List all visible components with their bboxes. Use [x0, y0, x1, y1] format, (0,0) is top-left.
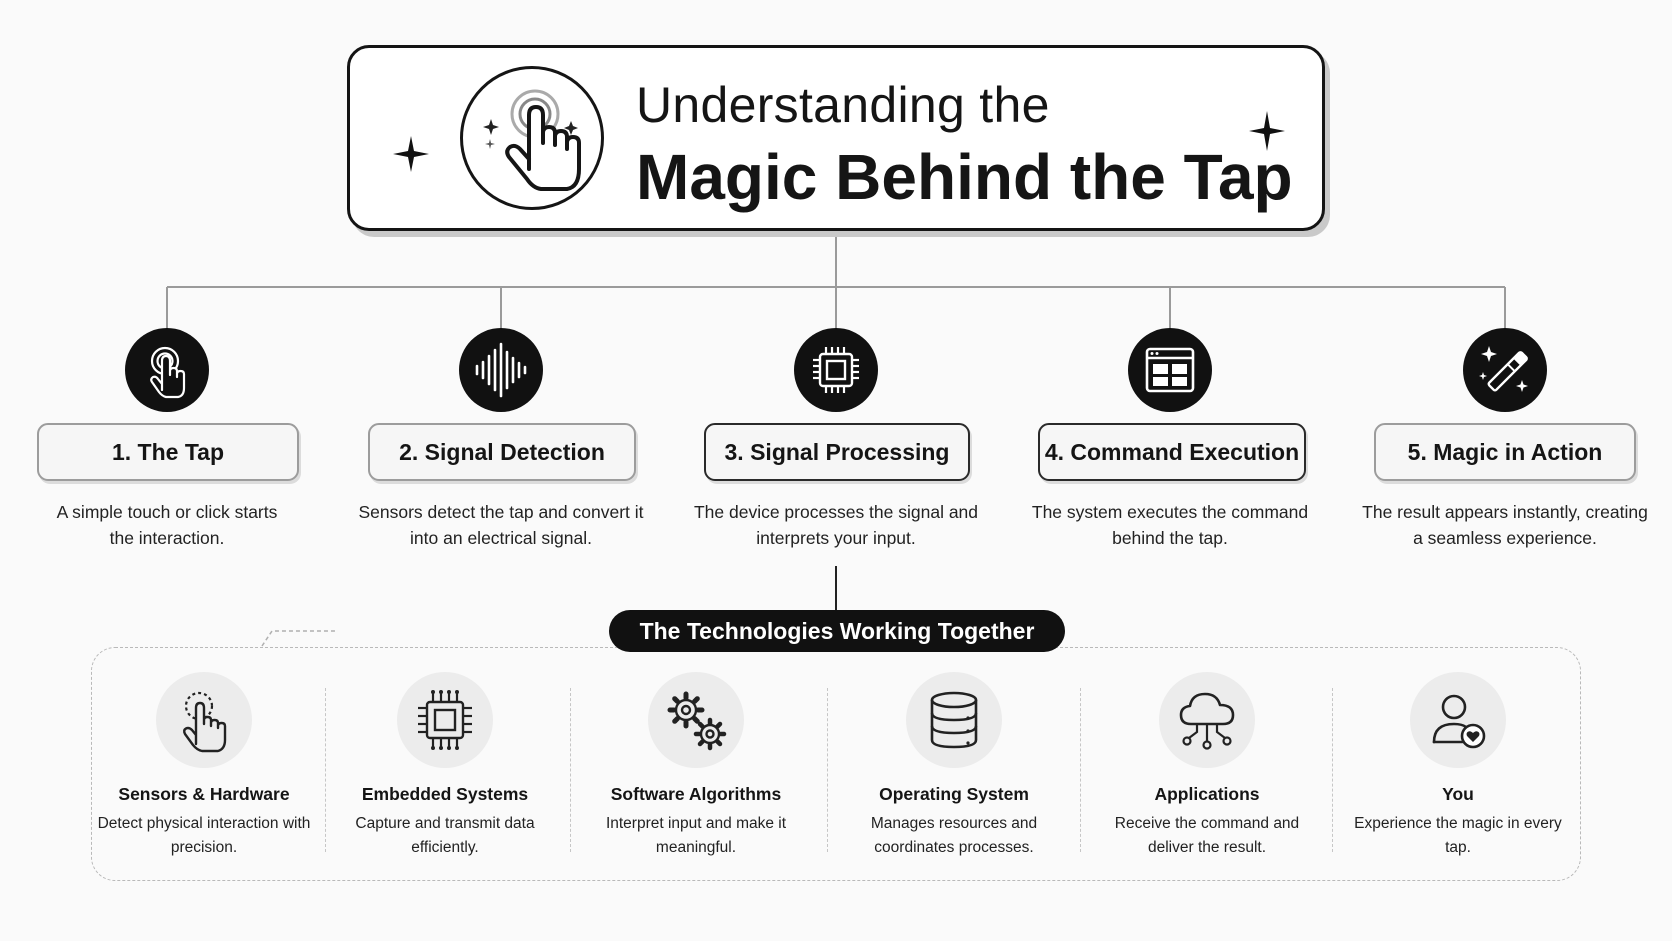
sparkle-left-icon: [393, 136, 429, 172]
step-the-tap-description: A simple touch or click starts the inter…: [56, 502, 278, 548]
step-magic-in-action: 5. Magic in Action: [1374, 423, 1636, 481]
sparkle-right-icon: [1249, 111, 1285, 151]
title-line-1: Understanding the: [636, 77, 1050, 133]
tech-embedded-systems-title: Embedded Systems: [361, 784, 529, 804]
database-icon: [906, 672, 1002, 768]
tech-operating-system-description: Manages resources and coordinates proces…: [870, 815, 1038, 856]
gears-icon: [648, 672, 744, 768]
tech-divider: [570, 688, 571, 852]
step-the-tap: 1. The Tap: [37, 423, 299, 481]
tech-sensors-hardware-title: Sensors & Hardware: [118, 784, 290, 804]
tech-you-description: Experience the magic in every tap.: [1354, 815, 1562, 856]
tap-icon: [125, 328, 209, 412]
app-window-icon: [1128, 328, 1212, 412]
tech-divider: [827, 688, 828, 852]
tech-divider: [1332, 688, 1333, 852]
title-card: Understanding the Magic Behind the Tap: [347, 45, 1325, 231]
title-line-2: Magic Behind the Tap: [636, 141, 1293, 213]
tech-applications-description: Receive the command and deliver the resu…: [1114, 815, 1300, 856]
tap-hand-icon: [460, 66, 604, 210]
cloud-network-icon: [1159, 672, 1255, 768]
user-heart-icon: [1410, 672, 1506, 768]
tech-software-algorithms-description: Interpret input and make it meaningful.: [605, 815, 787, 856]
chip-icon: [397, 672, 493, 768]
technologies-title: The Technologies Working Together: [609, 610, 1065, 652]
sound-wave-icon: [459, 328, 543, 412]
tech-you-title: You: [1442, 784, 1474, 804]
tech-applications-title: Applications: [1154, 784, 1260, 804]
tech-divider: [325, 688, 326, 852]
tap-sensor-icon: [156, 672, 252, 768]
tech-sensors-hardware-description: Detect physical interaction with precisi…: [97, 815, 311, 856]
tech-operating-system-title: Operating System: [879, 784, 1029, 804]
tech-software-algorithms-title: Software Algorithms: [610, 784, 782, 804]
step-magic-in-action-description: The result appears instantly, creating a…: [1362, 502, 1648, 548]
step-signal-detection-description: Sensors detect the tap and convert it in…: [358, 502, 644, 548]
step-signal-processing: 3. Signal Processing: [704, 423, 970, 481]
magic-wand-icon: [1463, 328, 1547, 412]
step-signal-detection: 2. Signal Detection: [368, 423, 636, 481]
tech-embedded-systems-description: Capture and transmit data efficiently.: [355, 815, 535, 856]
step-signal-processing-description: The device processes the signal and inte…: [693, 502, 979, 548]
tech-divider: [1080, 688, 1081, 852]
step-command-execution-description: The system executes the command behind t…: [1031, 502, 1309, 548]
processor-chip-icon: [794, 328, 878, 412]
step-command-execution: 4. Command Execution: [1038, 423, 1306, 481]
